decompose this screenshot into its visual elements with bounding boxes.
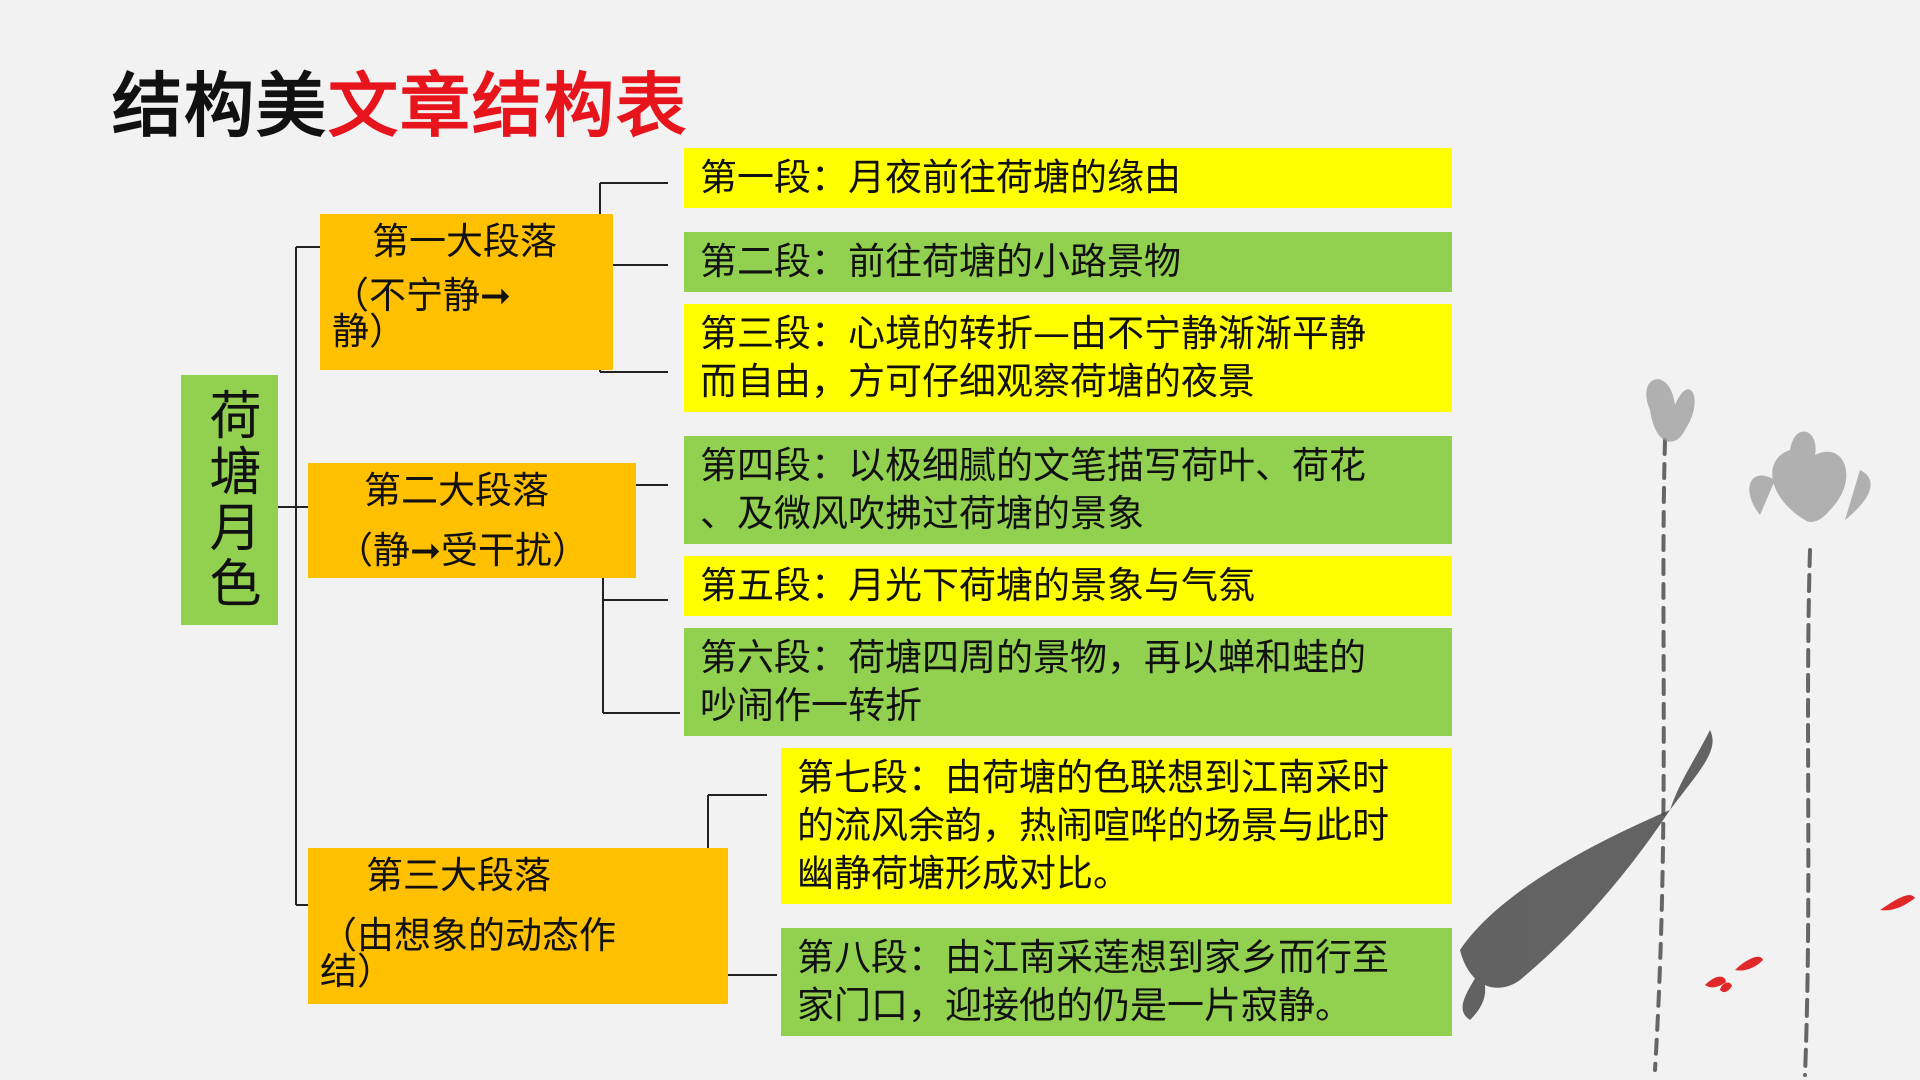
- paragraph-3-line2: 而自由，方可仔细观察荷塘的夜景: [700, 360, 1255, 403]
- section-1-name: 第一大段落: [372, 220, 557, 263]
- paragraph-7-line3: 幽静荷塘形成对比。: [797, 852, 1130, 895]
- section-3-desc-line1: （由想象的动态作: [320, 914, 616, 957]
- lotus-ink-illustration: [1460, 379, 1915, 1077]
- paragraph-7-line2: 的流风余韵，热闹喧哗的场景与此时: [797, 804, 1389, 847]
- paragraph-8-line1: 第八段：由江南采莲想到家乡而行至: [797, 936, 1389, 979]
- section-2-name: 第二大段落: [364, 469, 549, 512]
- page-title: 结构美文章结构表: [112, 50, 688, 151]
- paragraph-6-line1: 第六段：荷塘四周的景物，再以蝉和蛙的: [700, 636, 1366, 679]
- paragraph-2-line1: 第二段：前往荷塘的小路景物: [700, 240, 1181, 283]
- section-1-desc-line1: （不宁静➞: [332, 274, 512, 317]
- title-part-red: 文章结构表: [328, 65, 688, 147]
- paragraph-5-line1: 第五段：月光下荷塘的景象与气氛: [700, 564, 1255, 607]
- paragraph-3-line1: 第三段：心境的转折—由不宁静渐渐平静: [700, 312, 1366, 355]
- paragraph-2-box: 第二段：前往荷塘的小路景物: [684, 232, 1452, 292]
- paragraph-7-line1: 第七段：由荷塘的色联想到江南采时: [797, 756, 1389, 799]
- section-1-desc-line2: 静）: [332, 310, 406, 353]
- paragraph-4-line2: 、及微风吹拂过荷塘的景象: [700, 492, 1144, 535]
- section-3-name: 第三大段落: [366, 854, 551, 897]
- section-2-desc: （静➞受干扰）: [336, 529, 590, 572]
- paragraph-4-box: 第四段：以极细腻的文笔描写荷叶、荷花 、及微风吹拂过荷塘的景象: [684, 436, 1452, 544]
- paragraph-1-line1: 第一段：月夜前往荷塘的缘由: [700, 156, 1181, 199]
- paragraph-7-box: 第七段：由荷塘的色联想到江南采时 的流风余韵，热闹喧哗的场景与此时 幽静荷塘形成…: [781, 748, 1452, 904]
- paragraph-6-box: 第六段：荷塘四周的景物，再以蝉和蛙的 吵闹作一转折: [684, 628, 1452, 736]
- section-3-box: 第三大段落 （由想象的动态作 结）: [308, 848, 728, 1004]
- root-node-title: 荷塘月色: [181, 375, 278, 625]
- paragraph-8-box: 第八段：由江南采莲想到家乡而行至 家门口，迎接他的仍是一片寂静。: [781, 928, 1452, 1036]
- paragraph-1-box: 第一段：月夜前往荷塘的缘由: [684, 148, 1452, 208]
- section-3-desc-line2: 结）: [320, 950, 394, 993]
- paragraph-4-line1: 第四段：以极细腻的文笔描写荷叶、荷花: [700, 444, 1366, 487]
- section-2-box: 第二大段落 （静➞受干扰）: [308, 463, 636, 578]
- paragraph-5-box: 第五段：月光下荷塘的景象与气氛: [684, 556, 1452, 616]
- section-1-box: 第一大段落 （不宁静➞ 静）: [320, 214, 613, 370]
- paragraph-6-line2: 吵闹作一转折: [700, 684, 922, 727]
- root-connector: [278, 246, 320, 906]
- paragraph-3-box: 第三段：心境的转折—由不宁静渐渐平静 而自由，方可仔细观察荷塘的夜景: [684, 304, 1452, 412]
- title-part-black: 结构美: [112, 65, 328, 147]
- paragraph-8-line2: 家门口，迎接他的仍是一片寂静。: [797, 984, 1352, 1027]
